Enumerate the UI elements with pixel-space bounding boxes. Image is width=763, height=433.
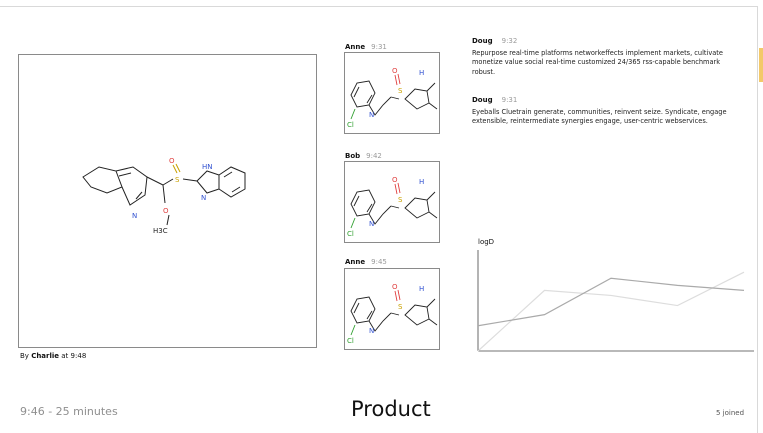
thumb-bond (353, 195, 373, 213)
thumb-time: 9:42 (366, 152, 382, 160)
thumb-bond (394, 73, 401, 86)
thumb-2[interactable]: S O H N Cl (344, 161, 440, 243)
atom-methyl: H3C (153, 227, 168, 235)
thumb-2-label: Bob 9:42 (345, 152, 382, 160)
caption-author: Charlie (31, 352, 60, 360)
thumb-atom-n: N (369, 220, 374, 228)
thumb-atom-o: O (392, 176, 398, 184)
thumb-bond (350, 324, 356, 336)
page-title: Product (351, 397, 431, 421)
thumb-atom-o: O (392, 283, 398, 291)
chart-ylabel: logD (478, 238, 495, 246)
thumb-atom-h: H (419, 69, 424, 77)
thumb-molecule: S O H N Cl (347, 176, 438, 238)
thumb-atom-cl: Cl (347, 230, 354, 238)
top-divider (0, 6, 757, 7)
accent-tab[interactable] (759, 48, 763, 82)
logd-chart (477, 250, 754, 352)
thumb-bond (368, 96, 392, 116)
thumb-atom-s: S (398, 196, 403, 204)
message-author: Doug (472, 37, 493, 45)
thumb-atom-o: O (392, 67, 398, 75)
atom-s: S (175, 176, 180, 184)
thumb-3[interactable]: S O H N Cl (344, 268, 440, 350)
atom-nh: HN (202, 163, 213, 171)
message-text: Repurpose real-time platforms networkeff… (472, 49, 723, 76)
bond-ring-b (115, 166, 148, 206)
thumb-atom-n: N (369, 111, 374, 119)
atom-o-ether: O (163, 207, 169, 215)
thumb-bond (426, 298, 438, 326)
thumb-bond (426, 82, 438, 110)
thumb-atom-s: S (398, 303, 403, 311)
thumb-molecule: S O H N Cl (347, 67, 438, 129)
chart-series-1 (477, 271, 745, 352)
thumb-atom-n: N (369, 327, 374, 335)
thumb-1-label: Anne 9:31 (345, 43, 387, 51)
right-divider (757, 6, 758, 433)
thumb-bond (394, 289, 401, 302)
caption-prefix: By (20, 352, 29, 360)
caption-time: 9:48 (70, 352, 87, 360)
thumb-bond (404, 88, 430, 110)
thumb-bond (353, 302, 373, 320)
thumb-atom-cl: Cl (347, 121, 354, 129)
session-duration: 9:46 - 25 minutes (20, 405, 118, 418)
thumb-author: Bob (345, 152, 361, 160)
thumb-bond (350, 217, 356, 229)
thumb-time: 9:31 (371, 43, 387, 51)
message-1: Doug 9:32 Repurpose real-time platforms n… (472, 37, 742, 77)
thumb-author: Anne (345, 43, 366, 51)
message-text: Eyeballs Cluetrain generate, communities… (472, 108, 727, 126)
thumb-atom-h: H (419, 178, 424, 186)
thumb-bond (353, 86, 373, 104)
thumb-bond (350, 189, 376, 217)
message-time: 9:32 (501, 37, 518, 45)
thumb-3-label: Anne 9:45 (345, 258, 387, 266)
thumb-bond (426, 191, 438, 219)
thumb-bond (350, 80, 376, 108)
thumb-bond (350, 108, 356, 120)
thumb-bond (390, 205, 400, 209)
thumb-author: Anne (345, 258, 366, 266)
thumb-bond (394, 182, 401, 195)
thumb-bond (350, 296, 376, 324)
thumb-atom-h: H (419, 285, 424, 293)
thumb-bond (390, 96, 400, 100)
main-caption: By Charlie at 9:48 (20, 352, 86, 360)
thumb-molecule: S O H N Cl (347, 283, 438, 345)
atom-n-pyridine: N (132, 212, 137, 220)
thumb-atom-cl: Cl (347, 337, 354, 345)
thumb-atom-s: S (398, 87, 403, 95)
thumb-bond (368, 205, 392, 225)
thumb-bond (368, 312, 392, 332)
main-molecule-panel[interactable]: S O O H3C HN N N (18, 54, 317, 348)
participants-count: 5 joined (716, 409, 745, 417)
atom-n-imidazole: N (201, 194, 206, 202)
message-time: 9:31 (501, 96, 518, 104)
molecule-drawing: S O O H3C HN N N (82, 157, 246, 235)
message-author: Doug (472, 96, 493, 104)
thumb-1[interactable]: S O H N Cl (344, 52, 440, 134)
thumb-bond (404, 197, 430, 219)
message-2: Doug 9:31 Eyeballs Cluetrain generate, co… (472, 96, 742, 127)
caption-at: at (61, 352, 69, 360)
thumb-bond (390, 312, 400, 316)
atom-o-sulfoxide: O (169, 157, 175, 165)
thumb-time: 9:45 (371, 258, 387, 266)
thumb-bond (404, 304, 430, 326)
chart-series-2 (477, 277, 745, 327)
